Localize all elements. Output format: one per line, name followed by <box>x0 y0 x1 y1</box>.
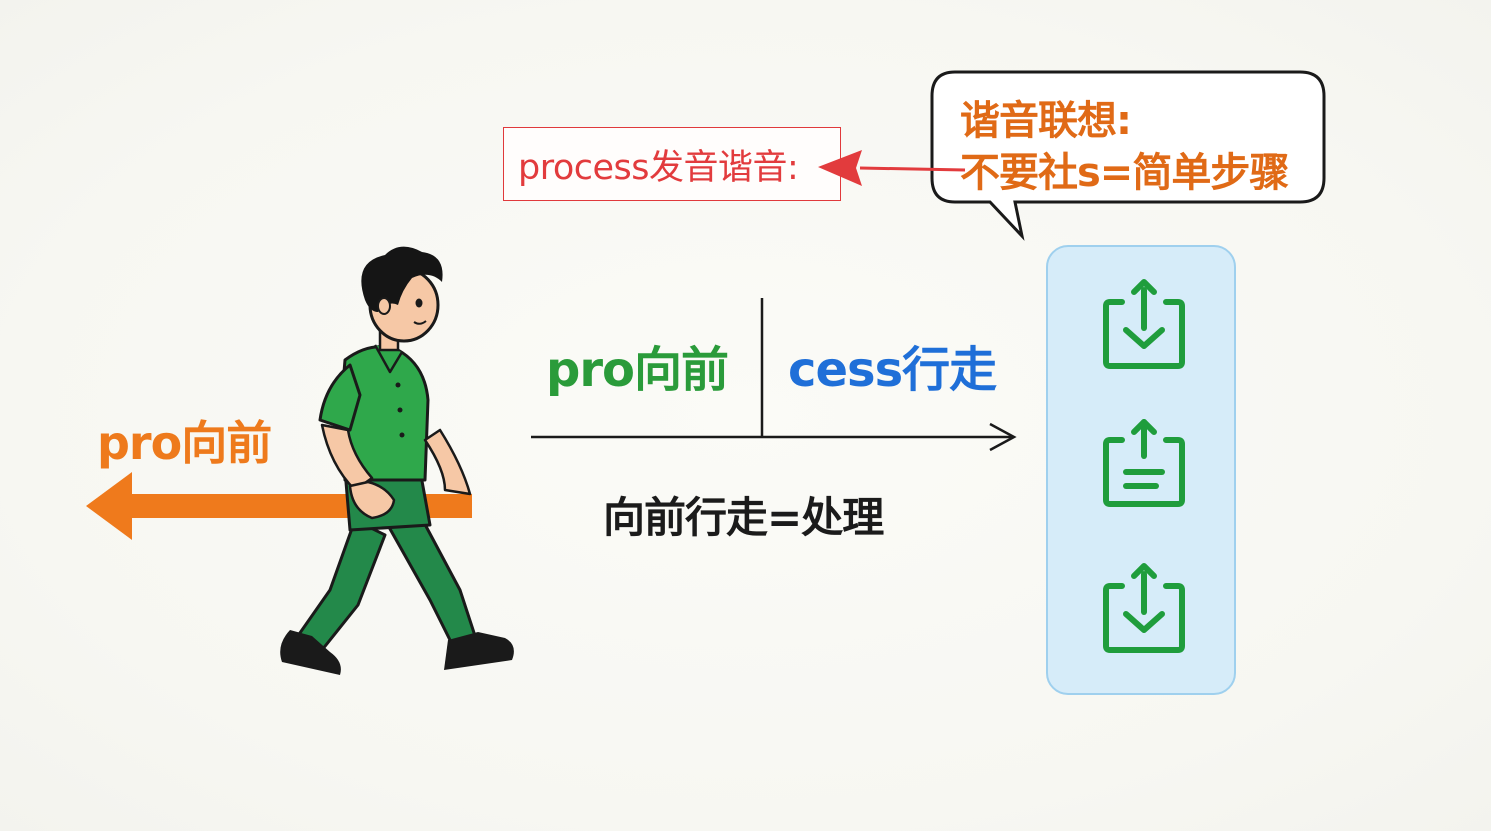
tray-download-icon <box>1103 279 1185 369</box>
arrow-label: pro向前 <box>97 416 272 470</box>
speech-bubble <box>930 70 1326 241</box>
speech-bubble-line-1: 谐音联想: <box>960 98 1132 144</box>
meaning-equation: 向前行走=处理 <box>603 493 884 542</box>
walking-person <box>280 246 514 675</box>
prefix-label: pro向前 <box>546 342 729 398</box>
timeline-axis <box>531 298 1017 452</box>
root-label: cess行走 <box>788 342 997 398</box>
pronunciation-label-box: process发音谐音: <box>503 127 841 201</box>
speech-bubble-line-2: 不要社s=简单步骤 <box>960 150 1289 196</box>
red-pointer-arrow <box>818 150 966 186</box>
pronunciation-label: process发音谐音: <box>518 147 799 188</box>
tray-upload-document-icon <box>1103 419 1185 507</box>
tray-download-icon <box>1103 563 1185 653</box>
